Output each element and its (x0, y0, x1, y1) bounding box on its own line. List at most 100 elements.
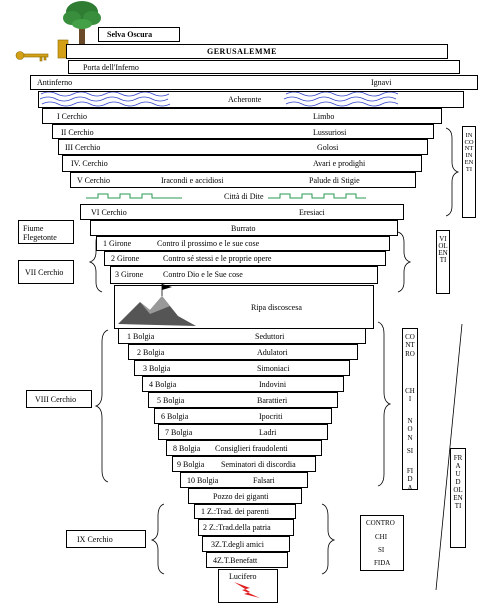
lucifero-box: Lucifero (218, 569, 278, 603)
key-icon (15, 39, 69, 62)
circle-4-name: IV. Cerchio (71, 159, 108, 168)
circle-3-sin: Golosi (317, 143, 339, 152)
vii-box: VII Cerchio (18, 260, 74, 284)
zona-3: 3Z.T.degli amici (202, 536, 290, 552)
bolgia-9: 9 Bolgia Seminatori di discordia (172, 456, 316, 472)
burrato-box: Burrato (90, 220, 398, 236)
viii-box: VIII Cerchio (26, 390, 92, 408)
chi-si-fida-2: CHI (375, 533, 388, 541)
bolgia-9-name: 9 Bolgia (177, 460, 205, 469)
zona-2: 2 Z.:Trad.della patria (198, 519, 294, 536)
bolgia-8: 8 Bolgia Consiglieri fraudolenti (166, 440, 322, 456)
vii-label: VII Cerchio (25, 268, 64, 277)
chi-si-fida-1: CONTRO (366, 519, 395, 527)
bolgia-3-sin: Simoniaci (257, 364, 290, 373)
circle-4: IV. Cerchio Avari e prodighi (62, 155, 422, 172)
bolgia-1-name: 1 Bolgia (127, 332, 155, 341)
circle-2: II Cerchio Lussuriosi (52, 124, 434, 139)
circle-5: V Cerchio Iracondi e accidiosi Palude di… (70, 172, 416, 188)
girone-1-sin: Contro il prossimo e le sue cose (157, 239, 260, 248)
bolgia-2-name: 2 Bolgia (137, 348, 165, 357)
chi-non-si-fida-3: NON (407, 417, 413, 442)
fiume-box: Fiume Flegetonte (18, 220, 74, 244)
zona-1: 1 Z.:Trad. dei parenti (194, 504, 296, 519)
acheronte-box: Acheronte (38, 91, 464, 108)
circle-4-sin: Avari e prodighi (313, 159, 366, 168)
circle-2-sin: Lussuriosi (313, 128, 347, 137)
tree-icon (63, 1, 101, 48)
girone-2: 2 Girone Contro sé stessi e le proprie o… (104, 251, 386, 266)
bolgia-9-sin: Seminatori di discordia (221, 460, 296, 469)
bolgia-8-sin: Consiglieri fraudolenti (215, 444, 288, 453)
bolgia-5-name: 5 Bolgia (157, 396, 185, 405)
zona-4: 4Z.T.Benefatt (206, 552, 288, 568)
girone-2-name: 2 Girone (111, 254, 140, 263)
bolgia-2: 2 Bolgia Adulatori (128, 344, 358, 360)
chi-non-si-fida-1: CONTRO (405, 333, 415, 358)
lightning-icon (234, 582, 260, 598)
brace-ix-right (321, 503, 336, 575)
acheronte-label: Acheronte (225, 96, 265, 104)
fiume-label: Fiume Flegetonte (23, 224, 57, 242)
bolgia-6-sin: Ipocriti (259, 412, 283, 421)
zona-4-label: 4Z.T.Benefatt (213, 556, 258, 565)
bolgia-6: 6 Bolgia Ipocriti (154, 408, 332, 424)
violenti-box: VIOLENTI (436, 230, 450, 294)
bolgia-1-sin: Seduttori (255, 332, 285, 341)
ix-box: IX Cerchio (66, 530, 146, 548)
circle-3-name: III Cerchio (65, 143, 101, 152)
antinferno-label: Antinferno (37, 78, 73, 87)
circle-5-name: V Cerchio (77, 176, 110, 185)
bolgia-7-name: 7 Bolgia (165, 428, 193, 437)
brace-vii-right (397, 231, 412, 293)
bolgia-4-sin: Indovini (259, 380, 287, 389)
ripa-box: Ripa discoscesa (114, 285, 374, 329)
circle-1: I Cerchio Limbo (42, 108, 442, 124)
circle-1-sin: Limbo (313, 112, 335, 121)
bolgia-3-name: 3 Bolgia (143, 364, 171, 373)
porta-box: Porta dell'Inferno (68, 60, 460, 74)
selva-box: Selva Oscura (98, 27, 180, 42)
bolgia-4: 4 Bolgia Indovini (142, 376, 344, 392)
circle-6-sin: Eresiaci (299, 208, 325, 217)
circle-6: VI Cerchio Eresiaci (80, 204, 404, 220)
incontinenti-label: INCONTINENTI (464, 132, 474, 173)
viii-label: VIII Cerchio (35, 395, 77, 404)
bolgia-7: 7 Bolgia Ladri (158, 424, 328, 440)
girone-1-name: 1 Girone (103, 239, 132, 248)
girone-3-name: 3 Girone (115, 270, 144, 279)
porta-label: Porta dell'Inferno (83, 63, 139, 72)
bolgia-2-sin: Adulatori (257, 348, 288, 357)
brace-incontinenti (445, 127, 460, 217)
chi-non-si-fida-box: CONTRO CHI NON SI FIDA (402, 328, 418, 492)
violenti-label: VIOLENTI (438, 235, 448, 264)
bolgia-7-sin: Ladri (259, 428, 277, 437)
circle-5-sin: Iracondi e accidiosi (161, 176, 224, 185)
dite-label: Città di Dite (222, 192, 266, 201)
brace-viii-right (377, 321, 392, 487)
circle-6-name: VI Cerchio (91, 208, 127, 217)
chi-non-si-fida-4: SI (406, 447, 414, 455)
girone-1: 1 Girone Contro il prossimo e le sue cos… (96, 236, 390, 251)
chi-si-fida-4: FIDA (374, 559, 391, 567)
chi-si-fida-3: SI (378, 546, 385, 554)
girone-2-sin: Contro sé stessi e le proprie opere (163, 254, 272, 263)
circle-3: III Cerchio Golosi (58, 139, 428, 155)
gerusalemme-label: GERUSALEMME (207, 47, 277, 56)
bolgia-1: 1 Bolgia Seduttori (118, 328, 366, 344)
antinferno-box: Antinferno Ignavi (30, 75, 478, 90)
girone-3: 3 Girone Contro Dio e le Sue cose (110, 266, 378, 284)
incontinenti-box: INCONTINENTI (462, 126, 476, 218)
fraudolenti-label: FRAUDOLENTI (453, 454, 463, 510)
dite-wall-icon (86, 193, 366, 199)
bolgia-3: 3 Bolgia Simoniaci (134, 360, 350, 376)
bolgia-10-name: 10 Bolgia (187, 476, 219, 485)
girone-3-sin: Contro Dio e le Sue cose (163, 270, 243, 279)
chi-si-fida-box: CONTRO CHI SI FIDA (360, 515, 404, 571)
bolgia-4-name: 4 Bolgia (149, 380, 177, 389)
circle-1-name: I Cerchio (57, 112, 87, 121)
bolgia-5-sin: Barattieri (257, 396, 288, 405)
circle-5-sin2: Palude di Stigie (309, 176, 360, 185)
selva-label: Selva Oscura (107, 30, 153, 39)
